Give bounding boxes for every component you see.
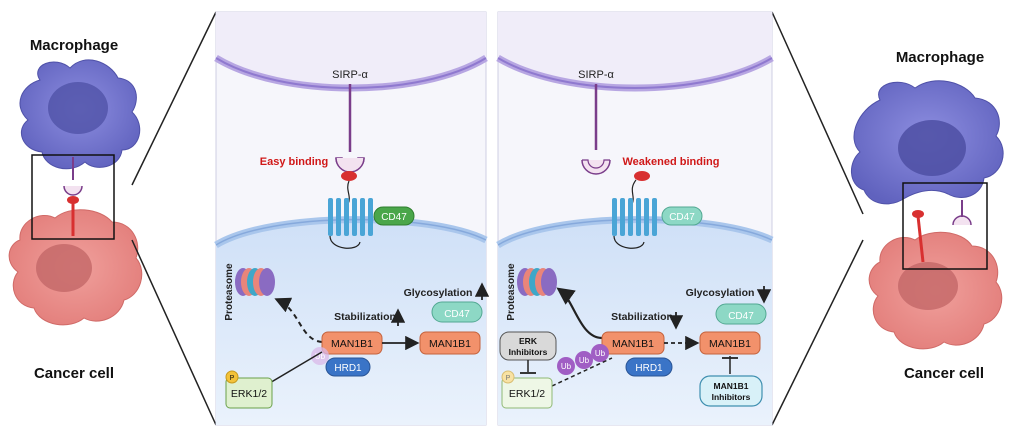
normal-cd47-transmembrane — [328, 198, 373, 236]
normal-man1b1-right — [419, 331, 481, 355]
left-cancer-label: Cancer cell — [34, 365, 114, 382]
normal-cd47-membrane-label: CD47 — [381, 212, 407, 223]
normal-cd47-glyco-label: CD47 — [444, 309, 470, 320]
normal-phospho-label: P — [230, 375, 235, 382]
inhibited-cd47-membrane-label: CD47 — [669, 212, 695, 223]
inhibited-hrd1 — [625, 357, 673, 377]
inhibited-cd47-glyco-label: CD47 — [728, 311, 754, 322]
inhibited-cd47-membrane — [661, 206, 703, 226]
right-cell-panel: Macrophage Cancer cell — [771, 11, 1004, 426]
inhibited-ub-1-label: Ub — [561, 362, 572, 371]
inhibited-erk — [501, 377, 553, 409]
normal-man1b1-right-label: MAN1B1 — [429, 338, 471, 350]
inhibited-stabilization-label: Stabilization — [611, 311, 673, 323]
normal-sirp-label: SIRP-α — [332, 69, 368, 81]
normal-cd47-glyco — [431, 301, 483, 323]
left-macrophage-label: Macrophage — [30, 37, 118, 54]
inhibited-phospho — [501, 370, 515, 384]
normal-phospho — [225, 370, 239, 384]
inhibited-cd47-transmembrane — [612, 198, 657, 236]
normal-binding-label: Easy binding — [260, 156, 328, 168]
normal-cd47-membrane — [373, 206, 415, 226]
left-cancer-nucleus — [36, 244, 92, 292]
inhibited-phospho-label: P — [506, 375, 511, 382]
normal-hrd1-label: HRD1 — [334, 363, 362, 374]
normal-erk — [225, 377, 273, 409]
inhibited-man1b1-right — [699, 331, 761, 355]
inhibited-hrd1-label: HRD1 — [635, 363, 663, 374]
inhibited-man1b1-inhibitor-line2: Inhibitors — [712, 392, 751, 402]
inhibited-ub-3 — [591, 344, 609, 362]
inhibited-glycosylation-label: Glycosylation — [686, 287, 755, 299]
inhibited-sirp-label: SIRP-α — [578, 69, 614, 81]
inhibited-proteasome-label: Proteasome — [506, 263, 517, 321]
normal-erk-label: ERK1/2 — [231, 388, 267, 400]
normal-man1b1-label: MAN1B1 — [331, 338, 373, 350]
right-cancer-label: Cancer cell — [904, 365, 984, 382]
inhibited-proteasome-icon — [517, 268, 557, 296]
inhibited-ub-3-label: Ub — [595, 349, 606, 358]
right-macrophage-label: Macrophage — [896, 49, 984, 66]
normal-ub-label: Ub — [315, 352, 326, 361]
normal-ub — [311, 347, 329, 365]
normal-hrd1 — [325, 357, 371, 377]
normal-proteasome-label: Proteasome — [224, 263, 235, 321]
inhibited-binding-label: Weakened binding — [623, 156, 720, 168]
normal-glycosylation-label: Glycosylation — [404, 287, 473, 299]
inhibited-erk-inhibitor-line1: ERK — [519, 336, 538, 346]
inhibited-man1b1-label: MAN1B1 — [612, 338, 654, 350]
left-macrophage-nucleus — [48, 82, 108, 134]
inhibited-panel: SIRP-α Weakened binding CD47 Proteasome … — [496, 11, 774, 426]
inhibited-ub-1 — [557, 357, 575, 375]
normal-panel: SIRP-α Easy binding CD47 Proteasome — [214, 11, 490, 426]
normal-stabilization-label: Stabilization — [334, 311, 396, 323]
inhibited-erk-inhibitor-line2: Inhibitors — [509, 347, 548, 357]
inhibited-man1b1-inhibitor-line1: MAN1B1 — [714, 381, 749, 391]
inhibited-erk-label: ERK1/2 — [509, 388, 545, 400]
left-zoom-box — [31, 154, 115, 240]
left-cell-panel: Macrophage Cancer cell — [8, 11, 217, 426]
normal-proteasome-icon — [235, 268, 275, 296]
inhibited-man1b1-right-label: MAN1B1 — [709, 338, 751, 350]
right-macrophage-nucleus — [898, 120, 966, 176]
inhibited-ub-2-label: Ub — [579, 356, 590, 365]
right-zoom-box — [902, 182, 988, 270]
inhibited-ub-2 — [575, 351, 593, 369]
inhibited-man1b1-inhibitor — [699, 375, 763, 407]
inhibited-cd47-glyco — [715, 303, 767, 325]
right-cancer-nucleus — [898, 262, 958, 310]
